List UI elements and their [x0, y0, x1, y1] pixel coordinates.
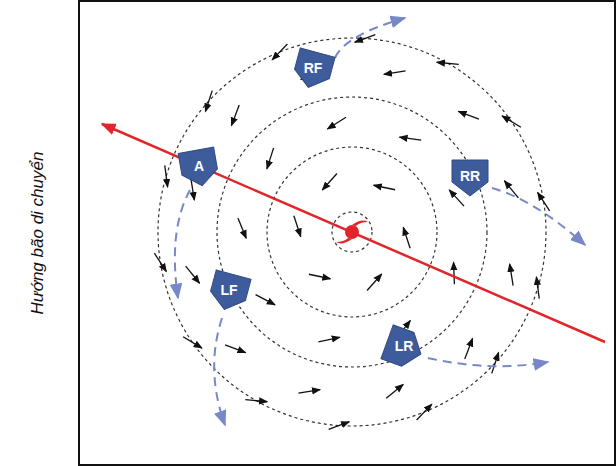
wind-arrow: [386, 384, 403, 398]
wind-arrow: [231, 105, 239, 126]
wind-arrow: [186, 266, 200, 283]
wind-rings: [158, 38, 546, 426]
wind-arrow: [374, 185, 396, 189]
quadrant-marker: A: [179, 148, 219, 188]
wind-arrow: [510, 264, 514, 286]
wind-arrow: [453, 262, 455, 284]
wind-arrow: [256, 295, 275, 305]
wind-arrow: [536, 277, 539, 299]
wind-arrow: [322, 174, 337, 190]
wind-arrow: [318, 337, 340, 342]
wind-arrow: [449, 190, 464, 206]
drift-paths: [175, 18, 585, 425]
wind-arrow: [154, 253, 166, 271]
quadrant-code: LR: [395, 339, 414, 353]
wind-arrow: [437, 62, 459, 64]
quadrant-code: LF: [220, 283, 237, 297]
wind-arrow: [502, 116, 521, 127]
wind-arrow: [492, 352, 499, 373]
wind-arrow: [238, 218, 246, 238]
frame: [79, 1, 615, 465]
quadrant-marker: RR: [450, 158, 490, 198]
quadrant-code: RF: [304, 61, 323, 75]
wind-arrow: [272, 44, 287, 60]
quadrant-marker: RF: [293, 50, 333, 90]
wind-arrows: [154, 35, 549, 430]
wind-arrow: [183, 337, 202, 348]
wind-arrow: [367, 274, 382, 290]
wind-arrow: [327, 117, 346, 129]
quadrant-marker: LR: [384, 328, 424, 368]
wind-arrow: [225, 345, 246, 353]
quadrant-code: RR: [460, 169, 480, 183]
wind-arrow: [329, 422, 350, 430]
wind-arrow: [465, 338, 473, 359]
wind-arrow: [165, 165, 168, 187]
storm-track: [102, 124, 605, 342]
quadrant-marker: LF: [209, 272, 249, 312]
direction-label: Hướng bão di chuyển: [28, 152, 48, 315]
wind-arrow: [298, 390, 320, 394]
wind-arrow: [399, 137, 421, 140]
wind-arrow: [384, 71, 406, 75]
storm-eye: [336, 221, 368, 244]
wind-arrow: [403, 227, 410, 248]
quadrant-code: A: [194, 159, 204, 173]
wind-arrow: [417, 404, 432, 420]
wind-arrow: [245, 400, 267, 402]
wind-arrow: [294, 216, 301, 237]
wind-arrow: [458, 111, 479, 119]
wind-arrow: [267, 148, 274, 169]
wind-arrow: [538, 192, 550, 210]
wind-arrow: [309, 274, 331, 278]
wind-arrow: [205, 91, 212, 112]
